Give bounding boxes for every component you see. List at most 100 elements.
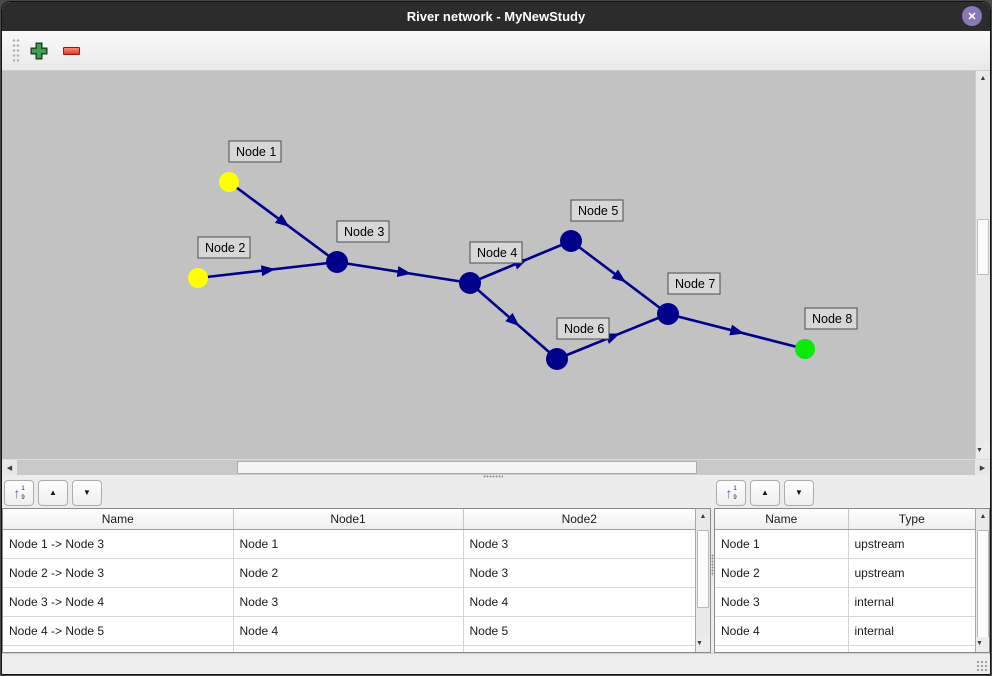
table-cell[interactable]: Node 4 [463, 587, 695, 617]
up-triangle-icon: ▲ [761, 488, 769, 497]
column-header-type[interactable]: Type [848, 509, 975, 530]
table-cell[interactable]: Node 2 [233, 558, 464, 588]
vertical-scroll-thumb[interactable] [977, 219, 989, 275]
nodes-table-scrollbar[interactable]: ▲ ▼ [975, 509, 989, 652]
table-cell[interactable]: Node 2 -> Node 3 [3, 558, 234, 588]
table-cell[interactable]: Node 3 -> Node 4 [3, 587, 234, 617]
node-circle[interactable] [657, 303, 679, 325]
table-cell[interactable]: upstream [848, 558, 975, 588]
table-cell[interactable]: Node 4 [233, 616, 464, 646]
resize-grip-icon[interactable] [976, 660, 987, 671]
table-cell[interactable]: Node 1 [715, 529, 849, 559]
table-cell[interactable]: Node 1 -> Node 3 [3, 529, 234, 559]
table-cell[interactable]: Node 3 [233, 587, 464, 617]
node-circle[interactable] [188, 268, 208, 288]
move-down-button[interactable]: ▼ [72, 480, 102, 506]
node-label-box [804, 307, 858, 330]
window-title: River network - MyNewStudy [406, 9, 586, 24]
table-cell[interactable]: Node 3 [715, 587, 849, 617]
table-cell[interactable]: internal [848, 587, 975, 617]
table-cell [233, 645, 464, 652]
column-header-node2[interactable]: Node2 [463, 509, 695, 530]
table-cell [848, 645, 975, 652]
node-label-box [469, 241, 523, 264]
table-cell [715, 645, 849, 652]
scroll-up-button[interactable]: ▲ [976, 72, 990, 86]
scroll-down-button[interactable]: ▼ [976, 444, 990, 458]
scroll-up-button[interactable]: ▲ [976, 510, 989, 524]
node-circle[interactable] [546, 348, 568, 370]
column-header-name[interactable]: Name [3, 509, 234, 530]
node-label: Node 4 [477, 246, 517, 260]
node-label: Node 5 [578, 204, 618, 218]
node-circle[interactable] [326, 251, 348, 273]
node-label-box [197, 236, 251, 259]
column-header-name[interactable]: Name [715, 509, 849, 530]
table-cell[interactable]: Node 2 [715, 558, 849, 588]
horizontal-scroll-thumb[interactable] [237, 461, 697, 474]
node-circle[interactable] [219, 172, 239, 192]
node-label: Node 8 [812, 312, 852, 326]
branches-table-scrollbar[interactable]: ▲ ▼ [695, 509, 710, 652]
node-label: Node 3 [344, 225, 384, 239]
table-cell[interactable]: Node 4 [715, 616, 849, 646]
node-label-box [667, 272, 721, 295]
move-down-button[interactable]: ▼ [784, 480, 814, 506]
move-up-button[interactable]: ▲ [38, 480, 68, 506]
node-circle[interactable] [459, 272, 481, 294]
scroll-up-button[interactable]: ▲ [696, 510, 710, 524]
node-label-box [336, 220, 390, 243]
horizontal-splitter[interactable] [2, 475, 990, 478]
table-cell[interactable]: Node 3 [463, 558, 695, 588]
splitter-grip-icon[interactable] [483, 475, 503, 478]
canvas-vertical-scrollbar[interactable]: ▲ ▼ [975, 71, 990, 459]
vertical-scroll-thumb[interactable] [697, 530, 709, 608]
scroll-down-button[interactable]: ▼ [976, 637, 989, 651]
table-header-row: Name Node1 Node2 [3, 509, 695, 530]
toolbar-grip-handle[interactable] [12, 37, 20, 64]
title-bar[interactable]: River network - MyNewStudy ✕ [2, 2, 990, 31]
plus-icon [30, 42, 48, 59]
node-circle[interactable] [560, 230, 582, 252]
scroll-down-button[interactable]: ▼ [696, 637, 710, 651]
table-cell[interactable]: upstream [848, 529, 975, 559]
node-circle[interactable] [795, 339, 815, 359]
table-row [3, 645, 695, 652]
scroll-right-button[interactable]: ▶ [975, 460, 990, 475]
move-up-button[interactable]: ▲ [750, 480, 780, 506]
table-cell[interactable]: Node 4 -> Node 5 [3, 616, 234, 646]
table-cell[interactable]: Node 5 [463, 616, 695, 646]
add-node-button[interactable] [26, 38, 52, 64]
vertical-scroll-thumb[interactable] [977, 530, 989, 644]
canvas-horizontal-scrollbar[interactable]: ◀ ▶ [2, 459, 990, 475]
close-button[interactable]: ✕ [962, 6, 982, 26]
vertical-splitter[interactable] [711, 478, 714, 653]
splitter-grip-icon[interactable] [711, 554, 714, 576]
table-cell[interactable]: Node 1 [233, 529, 464, 559]
column-header-node1[interactable]: Node1 [233, 509, 464, 530]
table-cell[interactable]: Node 3 [463, 529, 695, 559]
scroll-left-button[interactable]: ◀ [2, 460, 17, 475]
remove-node-button[interactable] [58, 38, 84, 64]
node-label-box [228, 140, 282, 163]
edge-arrow-icon [396, 266, 412, 277]
table-cell[interactable]: internal [848, 616, 975, 646]
